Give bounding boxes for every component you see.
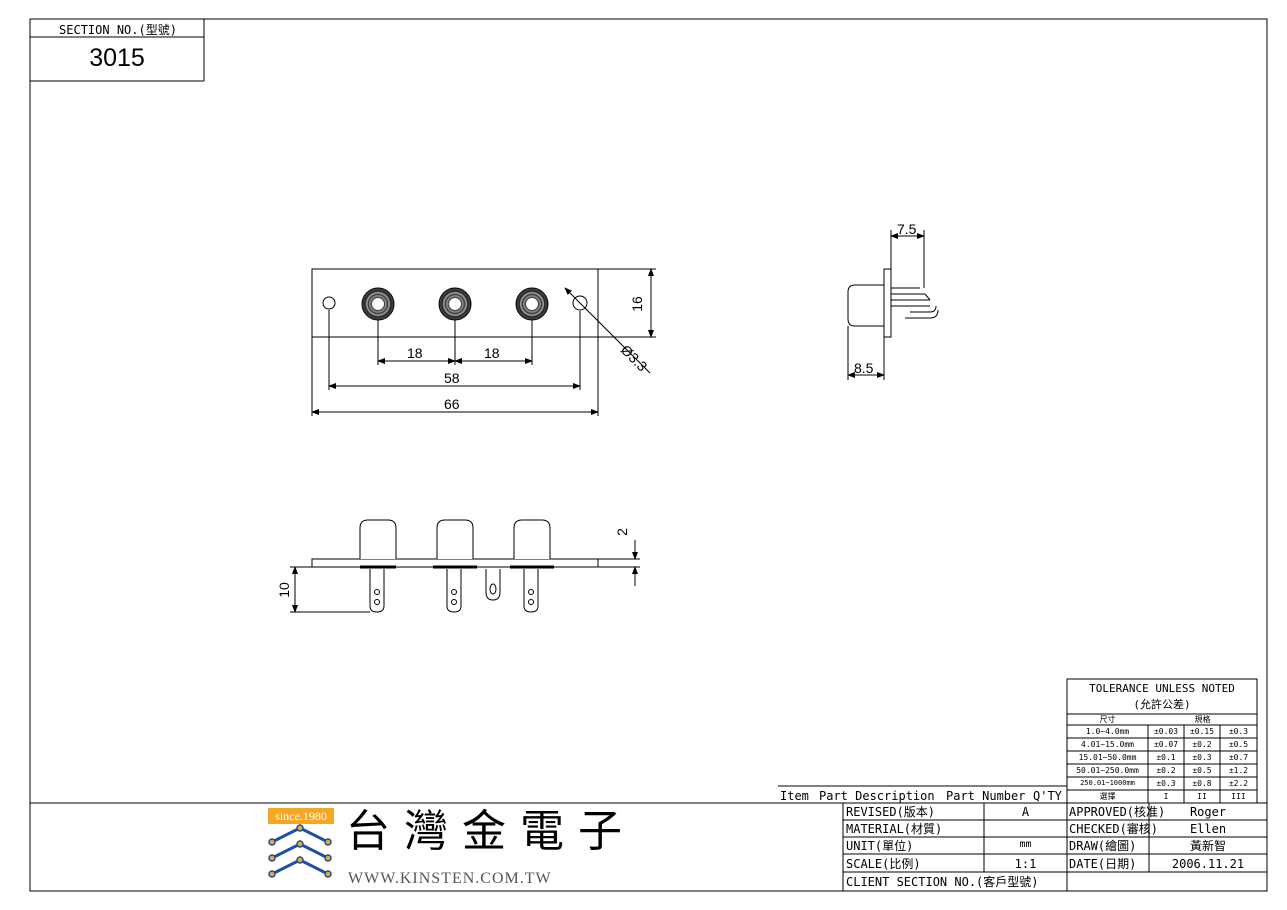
mount-hole-right [572,295,588,311]
checked-value: Ellen [1189,822,1227,836]
tol-row-5-size: 250.01~1000mm [1080,779,1135,787]
company-name: 台灣金電子 [346,806,636,857]
tol-row-1-g3: ±0.3 [1228,727,1249,736]
jack-3 [515,287,549,321]
dim-pin-length: 10 [275,582,292,598]
date-value: 2006.11.21 [1171,857,1245,871]
unit-label: UNIT(單位) [846,839,914,853]
company-logo [268,808,334,878]
dim-pitch-b: 18 [484,345,500,361]
tol-row-1-g2: ±0.15 [1189,727,1215,736]
date-label: DATE(日期) [1069,857,1137,871]
bom-qty: Q'TY [1033,789,1062,803]
bom-item: Item [780,789,809,803]
tol-row-4-g3: ±1.2 [1228,766,1249,775]
draw-label: DRAW(繪圖) [1069,839,1137,853]
company-url: WWW.KINSTEN.COM.TW [348,870,552,887]
dim-overall-width: 66 [444,396,460,412]
tol-row-4-size: 50.01~250.0mm [1076,766,1139,775]
jack-2 [438,287,472,321]
tolerance-title: TOLERANCE UNLESS NOTED [1089,682,1235,695]
dim-pitch-a: 18 [407,345,423,361]
tol-row-1-size: 1.0~4.0mm [1085,727,1130,736]
section-label: SECTION NO.(型號) [59,23,177,37]
company-since: since.1980 [275,809,327,823]
jack-1 [361,287,395,321]
tolerance-grid [1066,678,1258,804]
tolerance-grade-3: III [1231,792,1246,801]
dim-flange: 2 [613,528,630,536]
material-label: MATERIAL(材質) [846,822,943,836]
approved-value: Roger [1189,805,1227,819]
approved-label: APPROVED(核准) [1069,805,1166,819]
tol-row-1-g1: ±0.03 [1153,727,1179,736]
tolerance-grade-1: I [1163,792,1169,801]
revised-value: A [1021,805,1030,819]
tol-row-5-g3: ±2.2 [1228,779,1249,788]
tol-row-5-g1: ±0.3 [1156,779,1176,788]
tol-row-2-g3: ±0.5 [1228,740,1249,749]
scale-value: 1:1 [1014,857,1037,871]
side-view [847,230,939,380]
draw-value: 黃新智 [1189,839,1226,853]
revised-label: REVISED(版本) [846,805,936,819]
tolerance-grade-2: II [1197,792,1207,801]
scale-label: SCALE(比例) [846,857,921,871]
tolerance-col-spec: 規格 [1194,715,1211,724]
tol-row-3-g3: ±0.7 [1228,753,1249,762]
tolerance-subtitle: (允許公差) [1133,698,1191,711]
bom-desc: Part Description [819,789,935,803]
tol-row-2-g1: ±0.07 [1153,740,1179,749]
tol-row-4-g2: ±0.5 [1192,766,1212,775]
title-block-grid [778,785,1267,891]
unit-value: mm [1019,839,1032,850]
tol-row-2-g2: ±0.2 [1192,740,1212,749]
bom-part: Part Number [946,789,1026,803]
front-view [311,268,656,416]
tol-row-2-size: 4.01~15.0mm [1081,740,1134,749]
tol-row-3-g2: ±0.3 [1192,753,1212,762]
mount-hole-left [322,296,336,310]
tol-row-4-g1: ±0.2 [1156,766,1176,775]
drawing-border [29,18,1268,892]
dim-side-body: 8.5 [854,360,874,376]
tol-row-3-g1: ±0.1 [1156,753,1176,762]
section-number: 3015 [89,44,145,72]
client-label: CLIENT SECTION NO.(客戶型號) [846,875,1039,889]
tolerance-grade-label: 選擇 [1099,792,1116,801]
tol-row-5-g2: ±0.8 [1192,779,1212,788]
dim-side-depth: 7.5 [897,221,917,237]
tol-row-3-size: 15.01~50.0mm [1078,753,1137,762]
dim-hole-span: 58 [444,370,460,386]
bottom-view [290,519,640,613]
dim-height: 16 [628,296,645,312]
checked-label: CHECKED(審核) [1069,822,1159,836]
tolerance-col-size: 尺寸 [1099,715,1116,724]
